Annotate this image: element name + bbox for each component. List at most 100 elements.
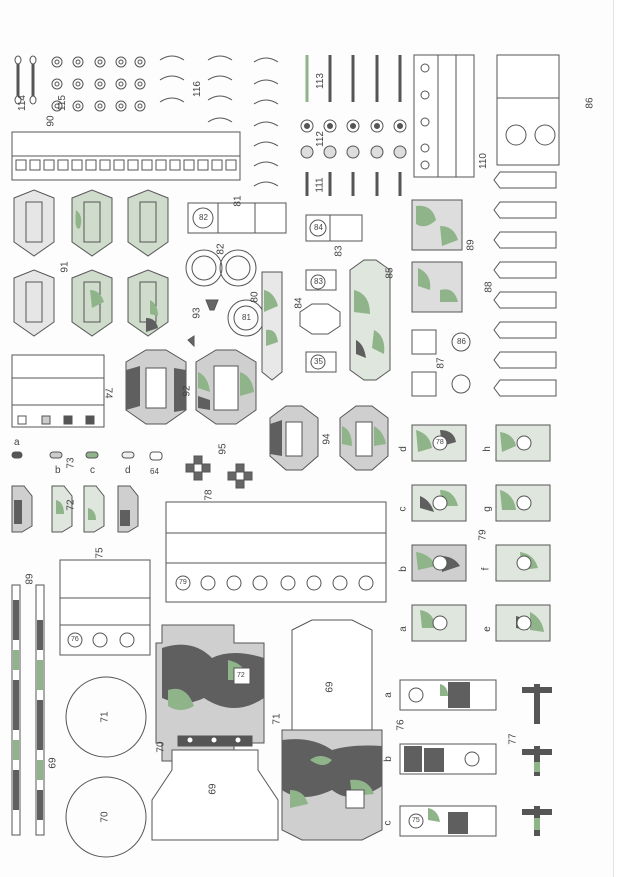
part-70-body-left xyxy=(151,624,279,841)
part-72-flaps xyxy=(11,485,139,533)
part-number-70: 70 xyxy=(99,811,111,823)
part-number-112: 112 xyxy=(314,131,326,147)
part-number-73: 73 xyxy=(65,457,77,469)
part-number-69-body: 69 xyxy=(205,783,217,795)
part-number-94: 94 xyxy=(321,433,333,445)
part-number-89: 89 xyxy=(465,239,477,251)
part-number-111: 111 xyxy=(314,177,326,193)
label-c: c xyxy=(90,465,95,476)
stamp-84: 84 xyxy=(314,223,323,232)
stamp-82: 82 xyxy=(199,213,208,222)
part-number-69-top: 69 xyxy=(322,681,334,693)
stamp-35: 35 xyxy=(314,357,323,366)
part-90-strip xyxy=(11,131,241,181)
stamp-75: 75 xyxy=(412,817,420,824)
part-number-71-body: 71 xyxy=(271,713,283,725)
part-78-box xyxy=(165,501,387,603)
part-80-82-wheels xyxy=(185,249,283,381)
part-87-boxes xyxy=(411,329,471,397)
part-112-discs xyxy=(300,119,407,159)
part-number-116: 116 xyxy=(191,81,203,97)
figure76-label-a: a xyxy=(382,692,394,698)
part-number-85: 85 xyxy=(384,267,396,279)
part-number-68: 68 xyxy=(22,573,34,585)
part-number-82: 82 xyxy=(215,243,227,255)
part-number-86: 86 xyxy=(584,97,596,109)
stamp-83: 83 xyxy=(314,277,323,286)
part-89-camo xyxy=(411,199,463,313)
part-86-box xyxy=(496,54,560,166)
part-number-92: 92 xyxy=(181,385,193,397)
part-81-82-panel xyxy=(187,202,287,234)
stamp-86: 86 xyxy=(457,337,466,346)
part-77-pieces xyxy=(522,684,552,836)
part-69-71-body-right xyxy=(281,619,383,841)
figure-label-b: b xyxy=(397,566,409,572)
part-number-90: 90 xyxy=(45,115,57,127)
part-number-79: 79 xyxy=(477,529,489,541)
label-b: b xyxy=(55,465,61,476)
figure-label-c: c xyxy=(397,506,409,512)
part-115-rings xyxy=(51,56,146,112)
part-76-figures xyxy=(399,679,497,837)
stamp-64: 64 xyxy=(150,467,159,476)
part-75-box xyxy=(59,559,151,656)
part-number-110: 110 xyxy=(477,153,489,169)
label-d: d xyxy=(125,465,131,476)
stamp-81: 81 xyxy=(242,313,251,322)
part-number-77: 77 xyxy=(507,733,519,745)
figure-label-g: g xyxy=(481,506,493,512)
part-95-crosses xyxy=(185,455,253,489)
part-number-69: 69 xyxy=(47,757,59,769)
part-number-81: 81 xyxy=(232,195,244,207)
part-93 xyxy=(187,299,219,348)
figure76-label-b: b xyxy=(382,756,394,762)
part-88-tapered xyxy=(493,171,557,397)
part-111-rods xyxy=(305,172,402,196)
part-number-87: 87 xyxy=(435,357,447,369)
page-edge xyxy=(613,0,632,877)
part-number-114: 114 xyxy=(16,95,28,111)
part-92-dashboard xyxy=(125,349,257,425)
part-74-box xyxy=(11,354,105,428)
part-68-bars xyxy=(11,584,45,836)
part-number-74: 74 xyxy=(102,387,114,399)
part-number-71: 71 xyxy=(99,711,111,723)
part-73-pills xyxy=(11,451,163,461)
part-84-small xyxy=(305,214,363,242)
part-number-93: 93 xyxy=(191,307,203,319)
part-114-pieces xyxy=(14,55,37,105)
part-number-115: 115 xyxy=(56,95,68,111)
stamp-72: 72 xyxy=(237,672,245,679)
part-number-75: 75 xyxy=(94,547,106,559)
part-number-76: 76 xyxy=(395,719,407,731)
part-70-71-discs xyxy=(65,676,147,858)
part-113-rods xyxy=(305,55,402,102)
part-110-panel xyxy=(413,54,475,178)
figure76-label-c: c xyxy=(382,820,394,826)
stamp-79: 79 xyxy=(179,579,187,586)
part-number-78: 78 xyxy=(203,489,215,501)
part-84-85-long xyxy=(299,259,391,381)
part-number-113: 113 xyxy=(314,73,326,89)
part-number-72: 72 xyxy=(65,499,77,511)
part-79-figures xyxy=(411,424,551,642)
figure-label-h: h xyxy=(481,446,493,452)
figure-label-f: f xyxy=(480,567,492,571)
label-a: a xyxy=(14,437,20,448)
part-number-91: 91 xyxy=(59,261,71,273)
part-91-seats xyxy=(13,189,169,337)
part-number-95: 95 xyxy=(217,443,229,455)
figure-label-e: e xyxy=(481,626,493,632)
figure-label-a: a xyxy=(397,626,409,632)
part-number-70-body: 70 xyxy=(155,741,167,753)
stamp-78: 78 xyxy=(436,439,444,446)
part-number-83: 83 xyxy=(333,245,345,257)
part-number-88: 88 xyxy=(483,281,495,293)
part-94-pair xyxy=(269,405,389,471)
figure-label-d: d xyxy=(397,446,409,452)
part-number-80: 80 xyxy=(249,291,261,303)
part-number-84: 84 xyxy=(293,297,305,309)
